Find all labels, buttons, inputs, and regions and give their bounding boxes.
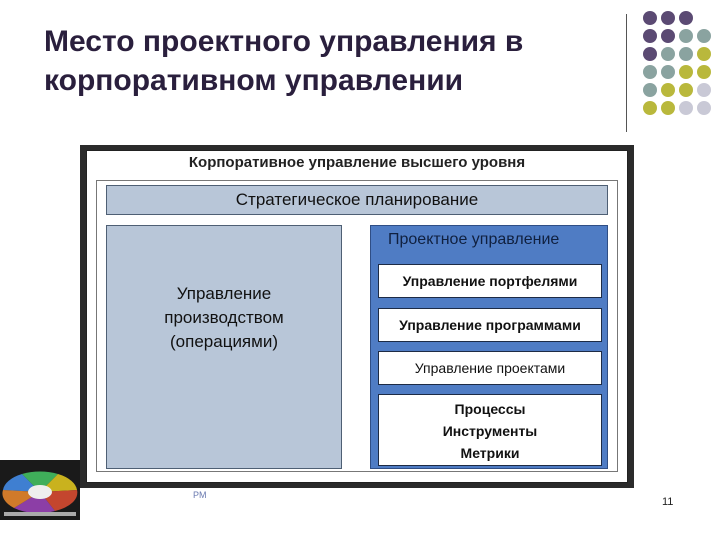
program-management-box: Управление программами xyxy=(378,308,602,342)
processes-tools-metrics-box: Процессы Инструменты Метрики xyxy=(378,394,602,466)
decor-dot xyxy=(679,83,693,97)
slide-title: Место проектного управления в корпоратив… xyxy=(44,22,604,100)
decor-dot xyxy=(679,101,693,115)
production-line-1: Управление xyxy=(176,284,272,303)
tools-label: Инструменты xyxy=(442,423,538,439)
decor-dot xyxy=(697,83,711,97)
decor-dot xyxy=(697,65,711,79)
title-line-1: Место проектного управления в xyxy=(44,25,524,58)
decor-dot xyxy=(661,101,675,115)
metrics-label: Метрики xyxy=(460,445,520,461)
processes-label: Процессы xyxy=(454,401,526,417)
production-management-box xyxy=(106,225,342,469)
production-line-2: производством xyxy=(164,308,284,327)
decor-dot xyxy=(679,47,693,61)
title-line-2: корпоративном управлении xyxy=(44,64,464,97)
decor-dot xyxy=(643,29,657,43)
projects-management-box: Управление проектами xyxy=(378,351,602,385)
decor-dot xyxy=(643,83,657,97)
decor-dot xyxy=(643,101,657,115)
production-line-3: (операциями) xyxy=(170,332,278,351)
decor-dot xyxy=(697,101,711,115)
decor-dot xyxy=(679,11,693,25)
production-management-label: Управление производством (операциями) xyxy=(106,282,342,354)
corner-logo-icon xyxy=(0,460,80,520)
strategic-planning-box: Стратегическое планирование xyxy=(106,185,608,215)
footnote: PM xyxy=(193,490,207,500)
decor-dot xyxy=(679,29,693,43)
corporate-governance-heading: Корпоративное управление высшего уровня xyxy=(188,154,526,171)
decor-dot xyxy=(643,47,657,61)
decor-dot-grid xyxy=(643,11,711,115)
decor-dot xyxy=(661,47,675,61)
page-number: 11 xyxy=(662,496,674,508)
decor-dot xyxy=(661,65,675,79)
decor-dot xyxy=(697,29,711,43)
decor-vertical-line xyxy=(626,14,627,132)
portfolio-management-box: Управление портфелями xyxy=(378,264,602,298)
project-management-label: Проектное управление xyxy=(388,231,560,248)
decor-dot xyxy=(661,29,675,43)
decor-dot xyxy=(643,11,657,25)
decor-dot xyxy=(679,65,693,79)
decor-dot xyxy=(643,65,657,79)
decor-dot xyxy=(697,47,711,61)
decor-dot xyxy=(661,83,675,97)
decor-dot xyxy=(661,11,675,25)
